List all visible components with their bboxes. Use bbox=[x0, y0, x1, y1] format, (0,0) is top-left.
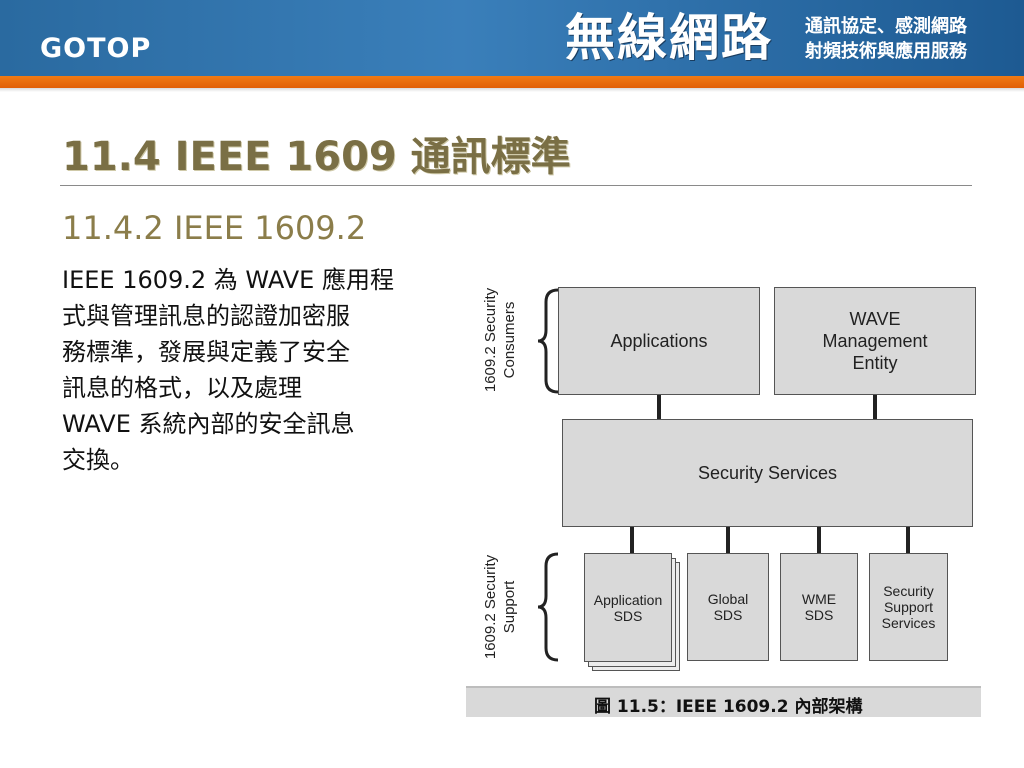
ssserv-label-line-1: Security bbox=[883, 583, 934, 599]
support-label-line-1: 1609.2 Security bbox=[482, 554, 499, 660]
wme-sds-box: WME SDS bbox=[780, 553, 858, 661]
body-line: WAVE 系統內部的安全訊息 bbox=[62, 410, 355, 438]
connector-line bbox=[657, 395, 661, 419]
support-label: 1609.2 Security Support bbox=[481, 532, 521, 682]
architecture-figure: 1609.2 Security Consumers Applications W… bbox=[466, 270, 981, 717]
ssserv-label-line-3: Services bbox=[881, 615, 936, 631]
connector-line bbox=[906, 527, 910, 553]
security-support-services-box: Security Support Services bbox=[869, 553, 948, 661]
book-tagline: 通訊協定、感測網路 射頻技術與應用服務 bbox=[805, 14, 967, 64]
security-services-label: Security Services bbox=[697, 463, 838, 483]
connector-line bbox=[817, 527, 821, 553]
wme-sds-label-line-2: SDS bbox=[804, 607, 834, 623]
wme-box: WAVE Management Entity bbox=[774, 287, 976, 395]
global-sds-label-line-1: Global bbox=[707, 591, 749, 607]
header-accent-stripe bbox=[0, 76, 1024, 88]
body-line: 訊息的格式，以及處理 bbox=[62, 374, 302, 402]
wme-sds-label-line-1: WME bbox=[801, 591, 837, 607]
global-sds-label-line-2: SDS bbox=[713, 607, 743, 623]
consumers-label: 1609.2 Security Consumers bbox=[481, 265, 521, 415]
slide-subtitle: 11.4.2 IEEE 1609.2 bbox=[62, 209, 367, 247]
consumers-brace-icon bbox=[537, 288, 559, 394]
tagline-line-1: 通訊協定、感測網路 bbox=[805, 16, 967, 37]
security-services-box: Security Services bbox=[562, 419, 973, 527]
applications-label: Applications bbox=[610, 331, 708, 351]
consumers-label-line-1: 1609.2 Security bbox=[482, 287, 499, 393]
consumers-label-line-2: Consumers bbox=[501, 301, 518, 379]
body-paragraph: IEEE 1609.2 為 WAVE 應用程 式與管理訊息的認證加密服 務標準，… bbox=[62, 262, 442, 478]
body-line: 務標準，發展與定義了安全 bbox=[62, 338, 350, 366]
book-brand-title: 無線網路 bbox=[565, 8, 773, 67]
ssserv-label-line-2: Support bbox=[883, 599, 934, 615]
header-shadow bbox=[0, 88, 1024, 92]
connector-line bbox=[630, 527, 634, 553]
header-banner: GOTOP 無線網路 通訊協定、感測網路 射頻技術與應用服務 bbox=[0, 0, 1024, 76]
body-line: 式與管理訊息的認證加密服 bbox=[62, 302, 350, 330]
wme-label-line-2: Management bbox=[822, 331, 928, 351]
connector-line bbox=[726, 527, 730, 553]
support-brace-icon bbox=[537, 552, 559, 662]
global-sds-box: Global SDS bbox=[687, 553, 769, 661]
publisher-logo: GOTOP bbox=[40, 33, 152, 64]
slide-title: 11.4 IEEE 1609 通訊標準 bbox=[62, 134, 571, 180]
tagline-line-2: 射頻技術與應用服務 bbox=[805, 41, 967, 62]
app-sds-label-line-2: SDS bbox=[613, 607, 643, 624]
body-line: IEEE 1609.2 為 WAVE 應用程 bbox=[62, 266, 394, 294]
title-divider bbox=[60, 185, 972, 186]
app-sds-label-line-1: Application bbox=[593, 591, 663, 608]
body-line: 交換。 bbox=[62, 446, 134, 474]
application-sds-box: Application SDS bbox=[584, 553, 672, 662]
applications-box: Applications bbox=[558, 287, 760, 395]
wme-label-line-1: WAVE bbox=[849, 309, 901, 329]
support-label-line-2: Support bbox=[501, 580, 518, 634]
connector-line bbox=[873, 395, 877, 419]
figure-caption-bar: 圖 11.5：IEEE 1609.2 內部架構 bbox=[466, 686, 981, 717]
wme-label-line-3: Entity bbox=[852, 353, 898, 373]
figure-caption: 圖 11.5：IEEE 1609.2 內部架構 bbox=[594, 697, 863, 717]
